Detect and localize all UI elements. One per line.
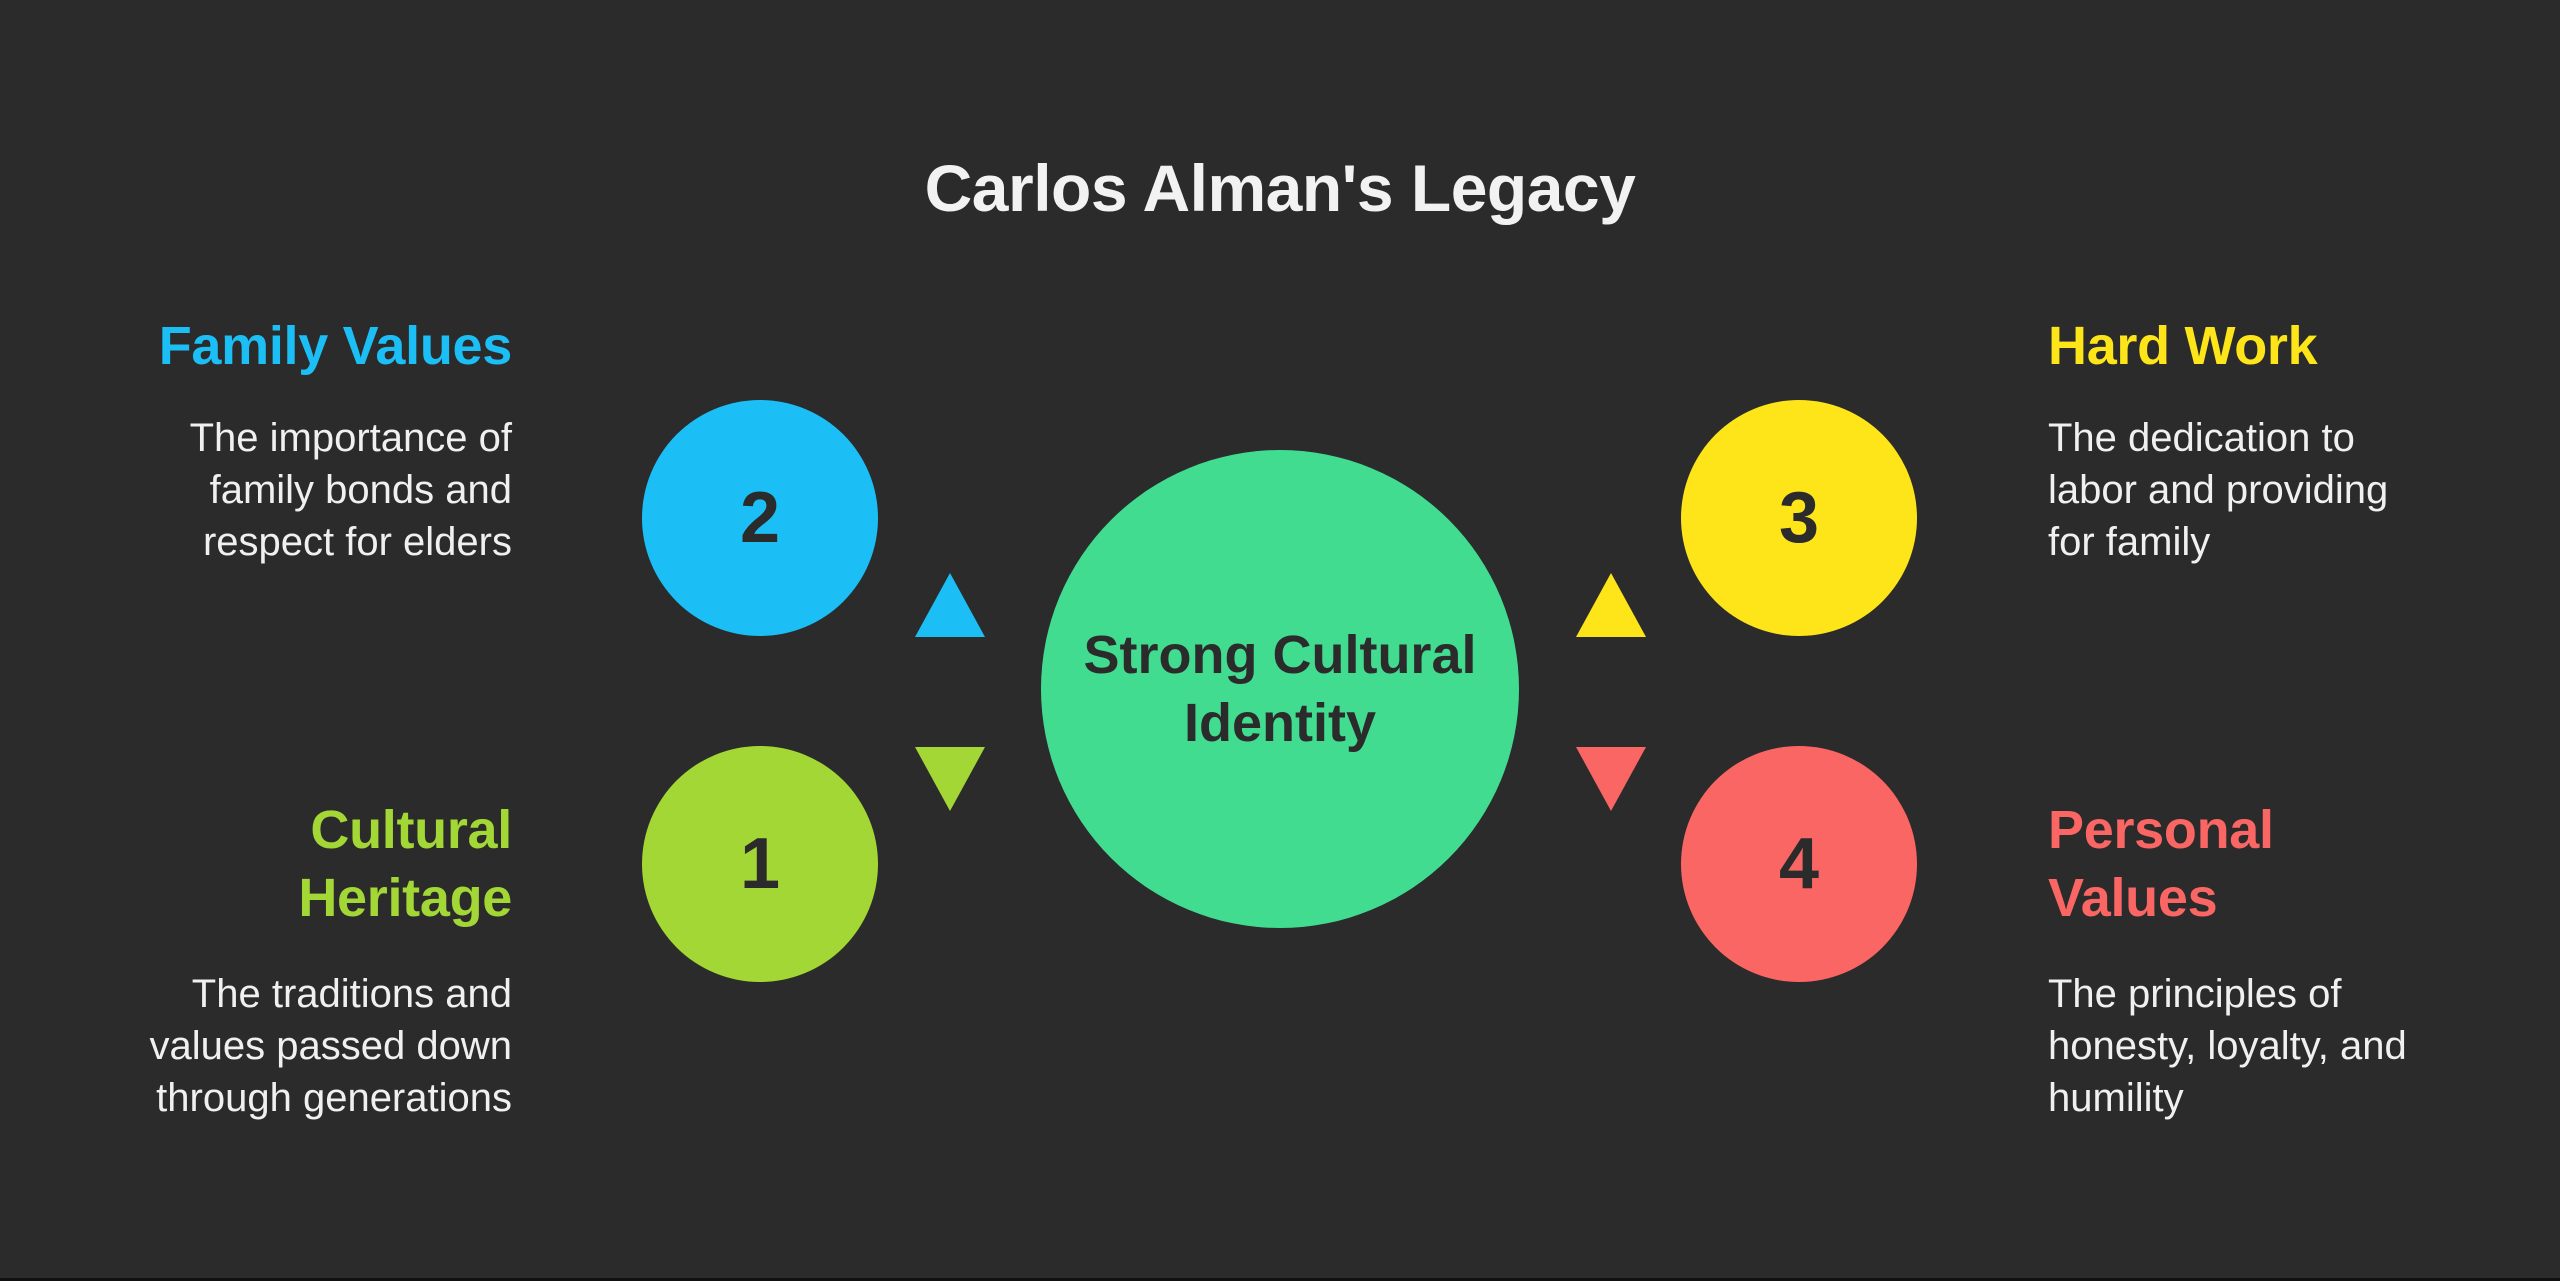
node-heading-personal-values: Personal Values <box>2048 800 2274 928</box>
node-heading-hard-work: Hard Work <box>2048 316 2318 376</box>
node-number-2: 2 <box>739 478 781 558</box>
node-description-cultural-heritage: The traditions and values passed down th… <box>149 972 512 1120</box>
node-heading-cultural-heritage: Cultural Heritage <box>298 800 512 928</box>
node-text-personal-values: Personal Values The principles of honest… <box>2048 796 2488 1124</box>
node-description-personal-values: The principles of honesty, loyalty, and … <box>2048 972 2407 1120</box>
center-label-line2: Identity <box>1183 693 1376 753</box>
node-circle-3: 3 <box>1681 400 1917 636</box>
node-circle-4: 4 <box>1681 746 1917 982</box>
node-text-family-values: Family Values The importance of family b… <box>72 312 513 568</box>
node-number-4: 4 <box>1778 824 1820 904</box>
node-description-hard-work: The dedication to labor and providing fo… <box>2048 416 2389 564</box>
node-text-hard-work: Hard Work The dedication to labor and pr… <box>2048 312 2488 568</box>
node-heading-family-values: Family Values <box>158 316 513 376</box>
node-circle-1: 1 <box>642 746 878 982</box>
center-label-line1: Strong Cultural <box>1083 625 1477 685</box>
diagram-title: Carlos Alman's Legacy <box>924 151 1636 225</box>
center-circle-strong-cultural-identity: Strong Cultural Identity <box>1041 450 1519 928</box>
node-number-3: 3 <box>1778 478 1820 558</box>
triangle-down-icon-red <box>1576 747 1646 811</box>
node-text-cultural-heritage: Cultural Heritage The traditions and val… <box>72 796 513 1124</box>
node-description-family-values: The importance of family bonds and respe… <box>189 416 512 564</box>
node-number-1: 1 <box>739 824 781 904</box>
node-circle-2: 2 <box>642 400 878 636</box>
triangle-down-icon-green <box>915 747 985 811</box>
triangle-up-icon-blue <box>915 573 985 637</box>
triangle-up-icon-yellow <box>1576 573 1646 637</box>
